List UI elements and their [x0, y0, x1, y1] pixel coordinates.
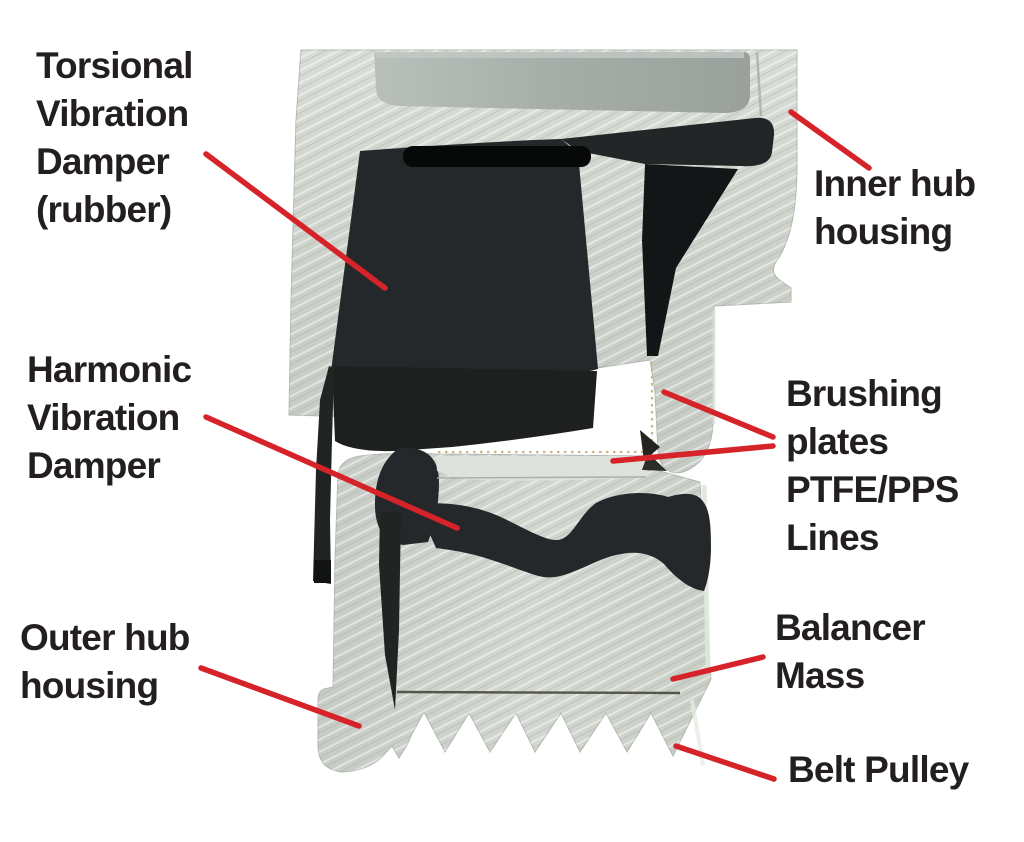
label-balancer-mass: Balancer Mass — [775, 604, 926, 700]
leader-line-balancer-mass — [670, 654, 766, 682]
label-line: Mass — [775, 655, 865, 696]
label-line: Outer hub — [20, 617, 190, 658]
label-brushing-plates: Brushing plates PTFE/PPS Lines — [786, 370, 959, 562]
torsional-damper-rubber-shape — [331, 139, 598, 381]
label-line: Vibration — [36, 93, 189, 134]
label-line: Harmonic — [27, 349, 192, 390]
rubber-slit — [403, 146, 591, 167]
leader-line-harmonic-damper — [203, 414, 460, 531]
rubber-elements — [313, 117, 775, 710]
leader-line-belt-pulley — [673, 743, 777, 782]
balancer-mass-separation-line — [396, 690, 681, 695]
label-line: Damper — [36, 141, 170, 182]
leader-line-inner-hub — [788, 109, 872, 171]
harmonic-damper-wavy-band — [419, 493, 711, 591]
label-line: (rubber) — [36, 189, 172, 230]
label-outer-hub-housing: Outer hub housing — [20, 614, 190, 710]
label-harmonic-vibration-damper: Harmonic Vibration Damper — [27, 346, 192, 490]
label-line: Belt Pulley — [788, 749, 969, 790]
label-line: Inner hub — [814, 163, 976, 204]
leader-lines — [198, 109, 872, 782]
leader-line-torsional-damper — [203, 151, 388, 291]
label-belt-pulley: Belt Pulley — [788, 746, 969, 794]
label-line: housing — [814, 211, 953, 252]
ptfe-dotted-lines — [436, 362, 667, 481]
leader-line-brushing-lower — [610, 443, 776, 464]
label-line: Vibration — [27, 397, 180, 438]
label-line: Lines — [786, 517, 879, 558]
label-torsional-vibration-damper: Torsional Vibration Damper (rubber) — [36, 42, 193, 234]
label-inner-hub-housing: Inner hub housing — [814, 160, 976, 256]
leader-line-outer-hub — [198, 665, 362, 729]
label-line: plates — [786, 421, 889, 462]
label-line: Torsional — [36, 45, 193, 86]
label-line: PTFE/PPS — [786, 469, 959, 510]
label-line: Brushing — [786, 373, 943, 414]
label-line: Damper — [27, 445, 161, 486]
label-line: Balancer — [775, 607, 926, 648]
inner-hub-smooth-panel — [374, 52, 750, 113]
label-line: housing — [20, 665, 159, 706]
leader-line-brushing-upper — [661, 389, 776, 440]
